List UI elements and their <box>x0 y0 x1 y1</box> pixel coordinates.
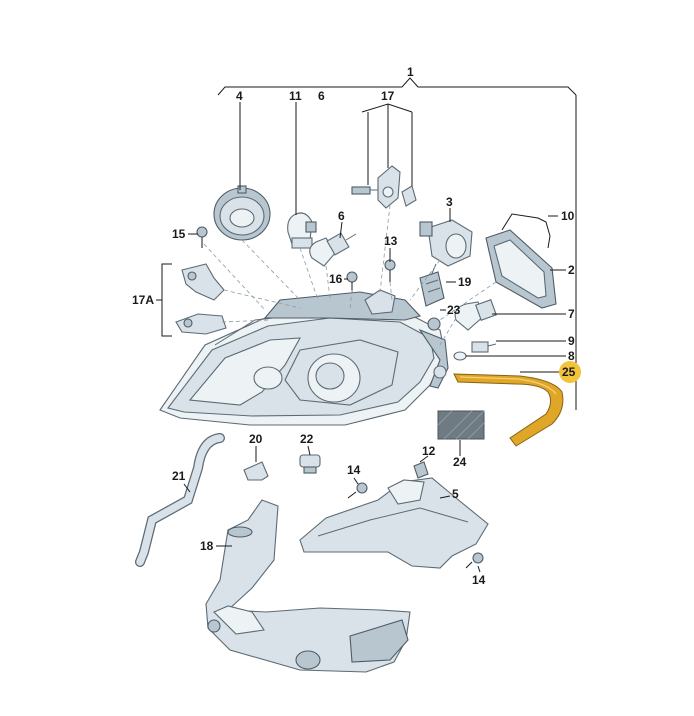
part-3-leveling-motor <box>419 219 473 279</box>
callout-14-top: 14 <box>347 463 361 477</box>
callout-21: 21 <box>172 469 186 483</box>
callout-25: 25 <box>562 365 576 379</box>
part-19-connector <box>419 271 445 307</box>
part-9-bulb <box>471 341 497 353</box>
assembly-dashed-lines <box>203 204 497 346</box>
callout-10: 10 <box>561 209 575 223</box>
callout-8: 8 <box>568 349 575 363</box>
part-22-grommet <box>299 454 321 474</box>
leader-lines <box>156 102 566 573</box>
assembly-bracket <box>217 77 577 410</box>
callout-14-bottom: 14 <box>472 573 486 587</box>
part-17a-brackets <box>175 263 227 335</box>
callout-9: 9 <box>568 334 575 348</box>
callout-7: 7 <box>568 307 575 321</box>
part-14-screw-top <box>347 482 368 499</box>
part-25-seal-strip <box>453 373 564 447</box>
callout-15: 15 <box>172 227 186 241</box>
callout-13: 13 <box>384 234 398 248</box>
callout-25-highlight <box>559 361 581 383</box>
headlight-housing <box>159 289 449 426</box>
part-16-screw <box>346 271 358 292</box>
part-2-cover <box>485 229 557 309</box>
callout-18: 18 <box>200 539 214 553</box>
callout-11: 11 <box>289 89 302 103</box>
part-14-screw-bottom <box>465 552 484 569</box>
callout-6-top: 6 <box>318 89 325 103</box>
part-20-clip <box>243 461 269 481</box>
callout-17a: 17A <box>132 293 154 307</box>
callout-5: 5 <box>452 487 459 501</box>
part-23-plug <box>427 317 441 331</box>
callout-24: 24 <box>453 455 467 469</box>
callout-20: 20 <box>249 432 263 446</box>
part-6-bulb <box>309 232 357 267</box>
part-7-bulb <box>454 299 497 331</box>
part-12-clip <box>413 461 429 479</box>
callout-6: 6 <box>338 209 345 223</box>
part-15-screw <box>196 226 208 248</box>
callout-2: 2 <box>568 263 575 277</box>
callout-19: 19 <box>458 275 472 289</box>
callout-12: 12 <box>422 444 436 458</box>
part-8-bulb <box>453 351 467 361</box>
part-4-cap <box>213 185 271 241</box>
part-17-bracket <box>351 165 417 209</box>
callout-4: 4 <box>236 89 243 103</box>
callout-23: 23 <box>447 303 461 317</box>
callout-22: 22 <box>300 432 314 446</box>
part-10-clip <box>501 213 551 249</box>
part-11-bulb <box>287 212 317 249</box>
part-5-bracket <box>299 477 489 569</box>
callout-17: 17 <box>381 89 395 103</box>
part-21-hose <box>135 433 225 567</box>
callout-1: 1 <box>407 65 414 79</box>
part-18-frame <box>205 499 411 673</box>
callout-3: 3 <box>446 195 453 209</box>
part-24-pad <box>437 410 485 440</box>
callout-16: 16 <box>329 272 343 286</box>
callout-labels: 1 4 11 6 17 10 6 3 15 13 2 16 19 17A 23 … <box>132 65 576 587</box>
part-13-screw <box>384 259 396 282</box>
